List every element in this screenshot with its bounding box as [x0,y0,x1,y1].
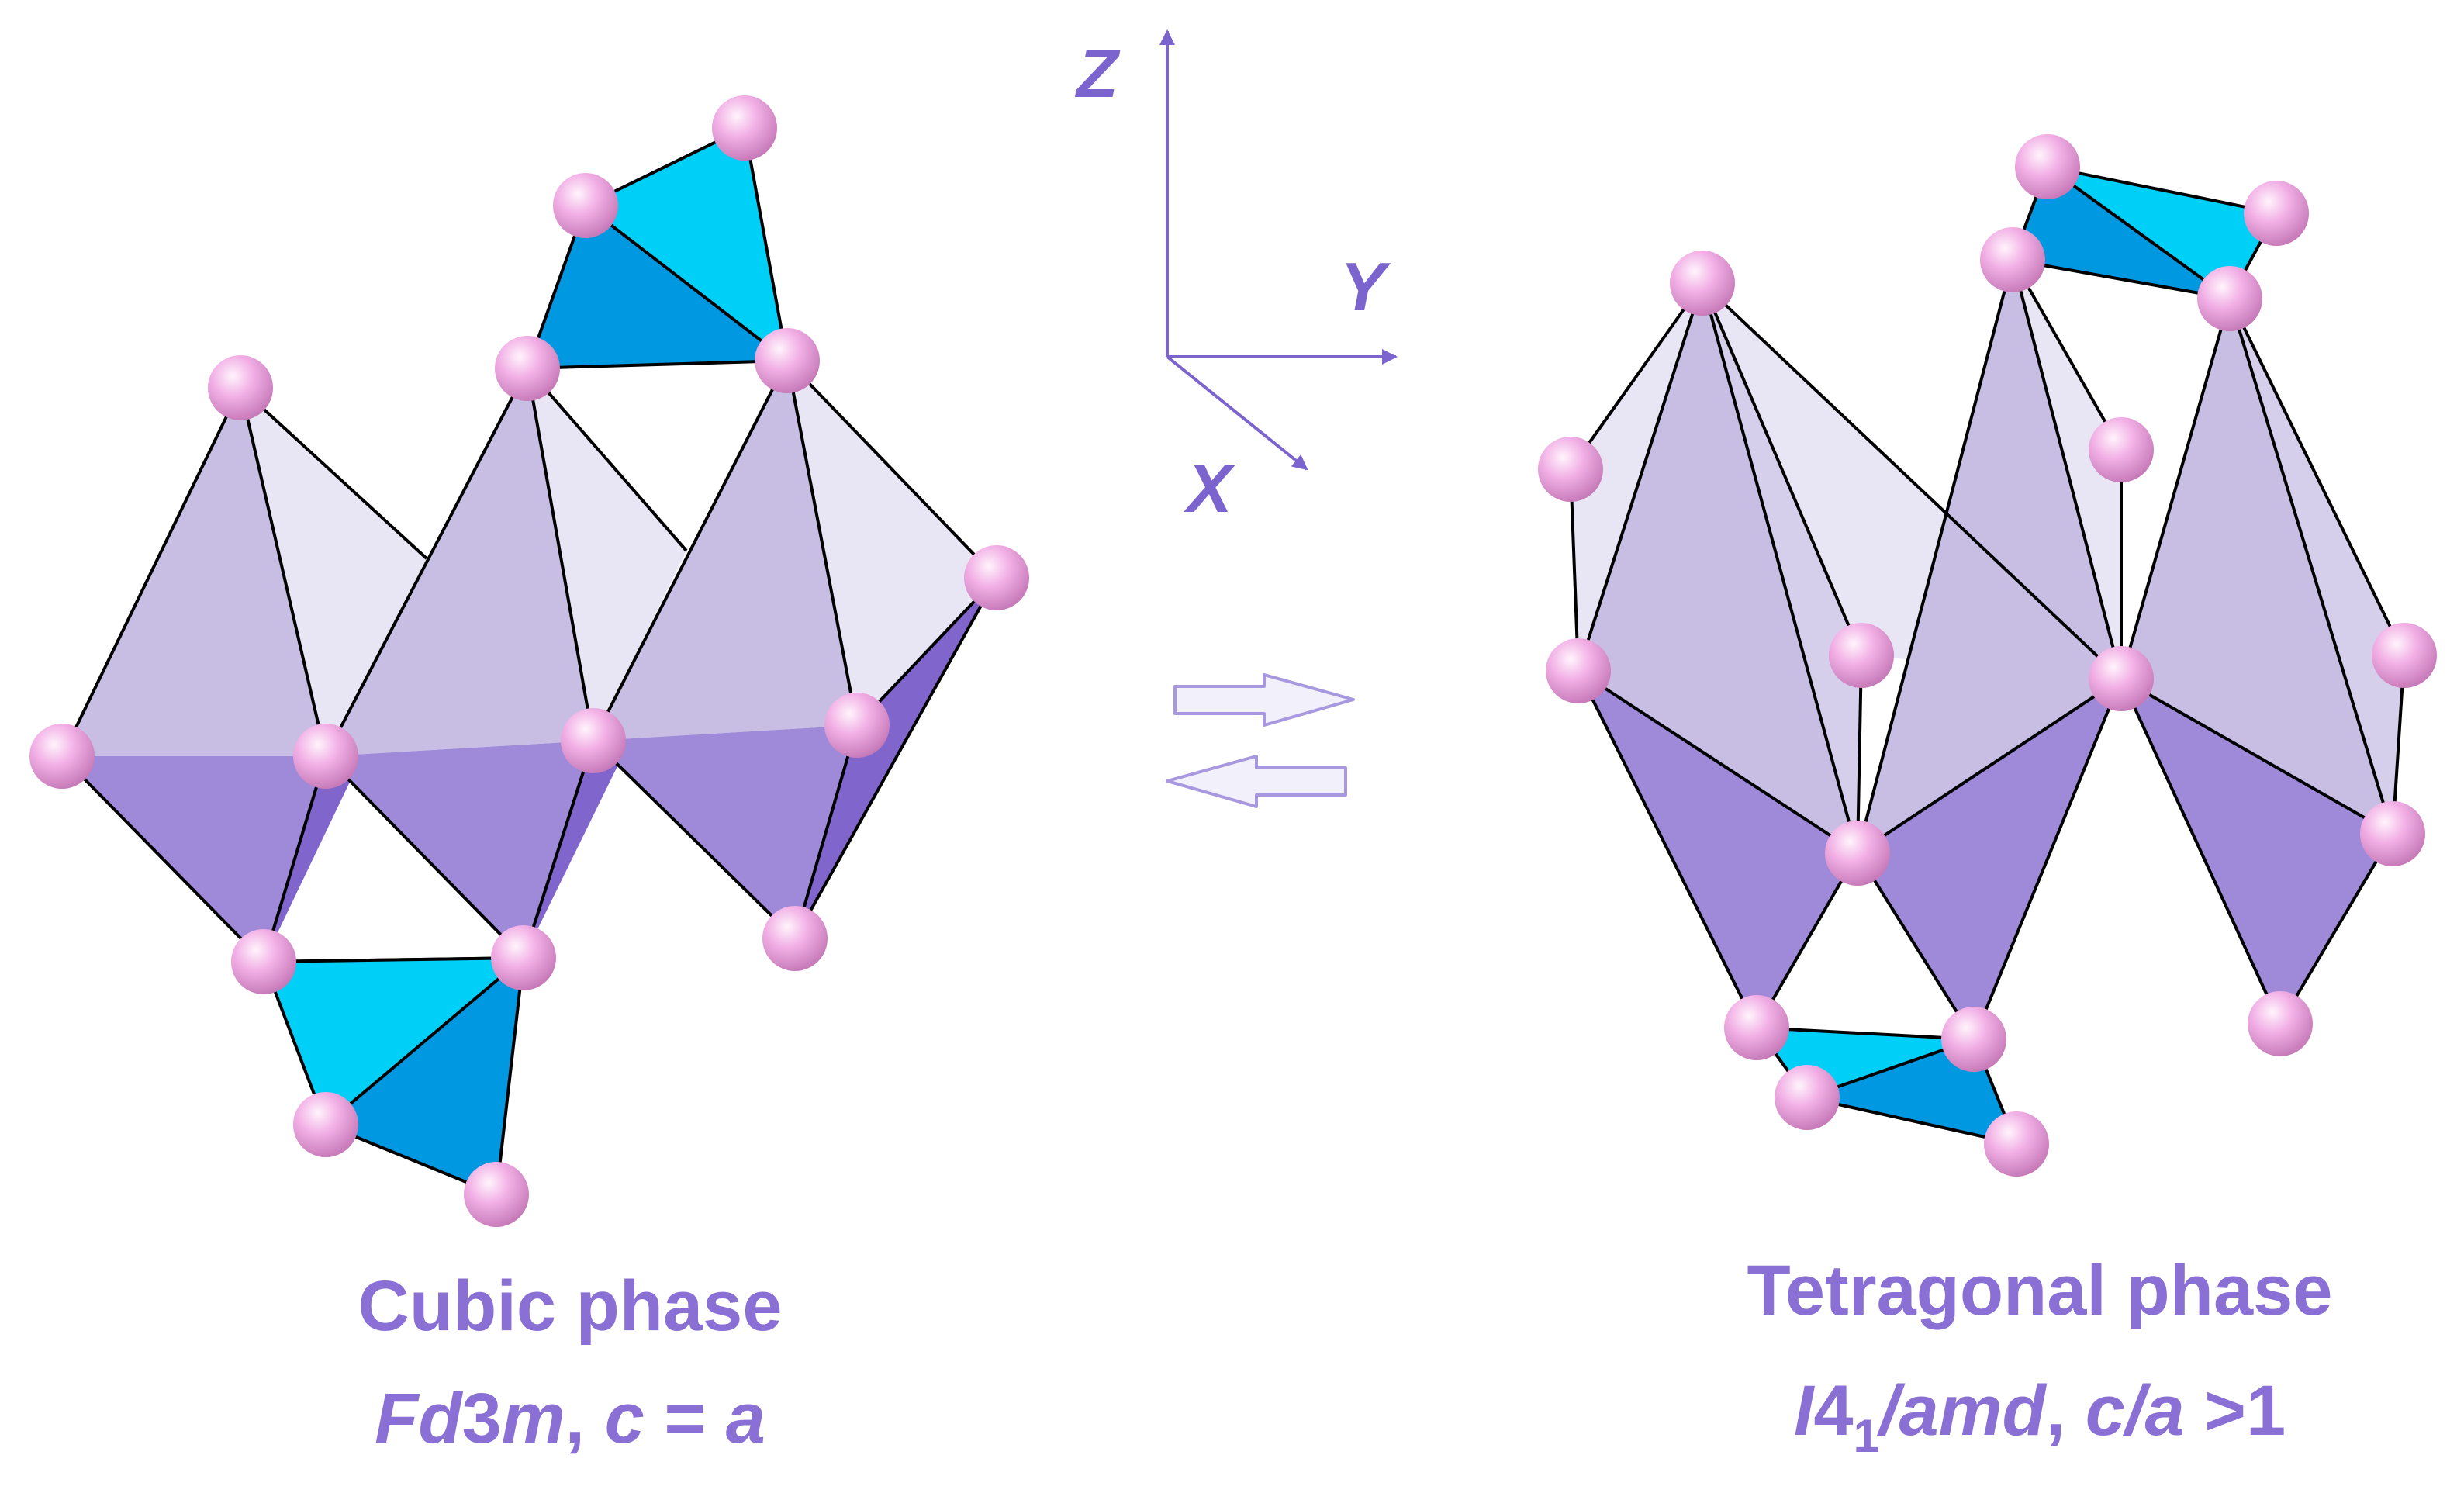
atom [464,1162,529,1227]
cubic-octahedron-2 [263,367,688,963]
equilibrium-arrows [1166,673,1355,808]
atom [712,95,777,161]
tetragonal-caption: Tetragonal phase I41/amd, c/a >1 [1747,1251,2333,1462]
atom [1825,821,1890,886]
cubic-space-group: Fd3m, c = a [375,1379,765,1458]
tetragonal-lower-layer [1577,669,2394,1041]
atom [293,724,358,789]
atom [2197,266,2262,331]
atom [1775,1065,1840,1130]
z-axis-label: Z [1074,35,1121,112]
tetragonal-phase-title: Tetragonal phase [1747,1251,2333,1330]
atom [2372,623,2437,688]
reverse-arrow-icon [1166,755,1347,808]
atom [1538,437,1603,502]
atom [561,708,626,773]
atom [762,906,828,971]
atom [1724,995,1789,1060]
atom [293,1092,358,1157]
tetragonal-upper-layer [1569,259,2406,854]
y-axis-label: Y [1340,248,1391,325]
atom [1984,1111,2049,1177]
atom [1941,1007,2006,1072]
cubic-atoms [29,95,1029,1227]
cubic-bottom-tetrahedron [262,956,525,1196]
forward-arrow-icon [1173,673,1355,727]
atom [2248,991,2313,1056]
atom [491,925,556,990]
atom [2089,417,2154,482]
tetragonal-atoms [1538,134,2437,1177]
cubic-octahedron-1 [60,386,428,963]
atom [1546,638,1611,703]
tetragonal-structure [1538,134,2437,1177]
atom [495,336,560,401]
x-axis-label: X [1183,450,1236,527]
coordinate-axes: Z Y X [1074,29,1398,527]
cubic-octahedron-3 [592,359,998,940]
atom [824,693,890,758]
atom [2089,646,2154,711]
cubic-caption: Cubic phase Fd3m, c = a [358,1267,782,1458]
atom [29,724,95,789]
cubic-structure [29,95,1029,1227]
atom [1980,227,2045,292]
atom [755,328,820,393]
atom [2360,801,2425,866]
atom [231,929,296,994]
cubic-phase-title: Cubic phase [358,1267,782,1346]
atom [2015,134,2080,199]
atom [2244,181,2309,246]
atom [964,545,1029,610]
atom [208,355,273,420]
atom [1670,251,1735,316]
atom [1829,623,1894,688]
atom [553,173,618,238]
cubic-top-tetrahedron [526,126,789,370]
tetragonal-space-group: I41/amd, c/a >1 [1794,1371,2286,1462]
tetragonal-top-tetrahedron [2011,165,2278,300]
